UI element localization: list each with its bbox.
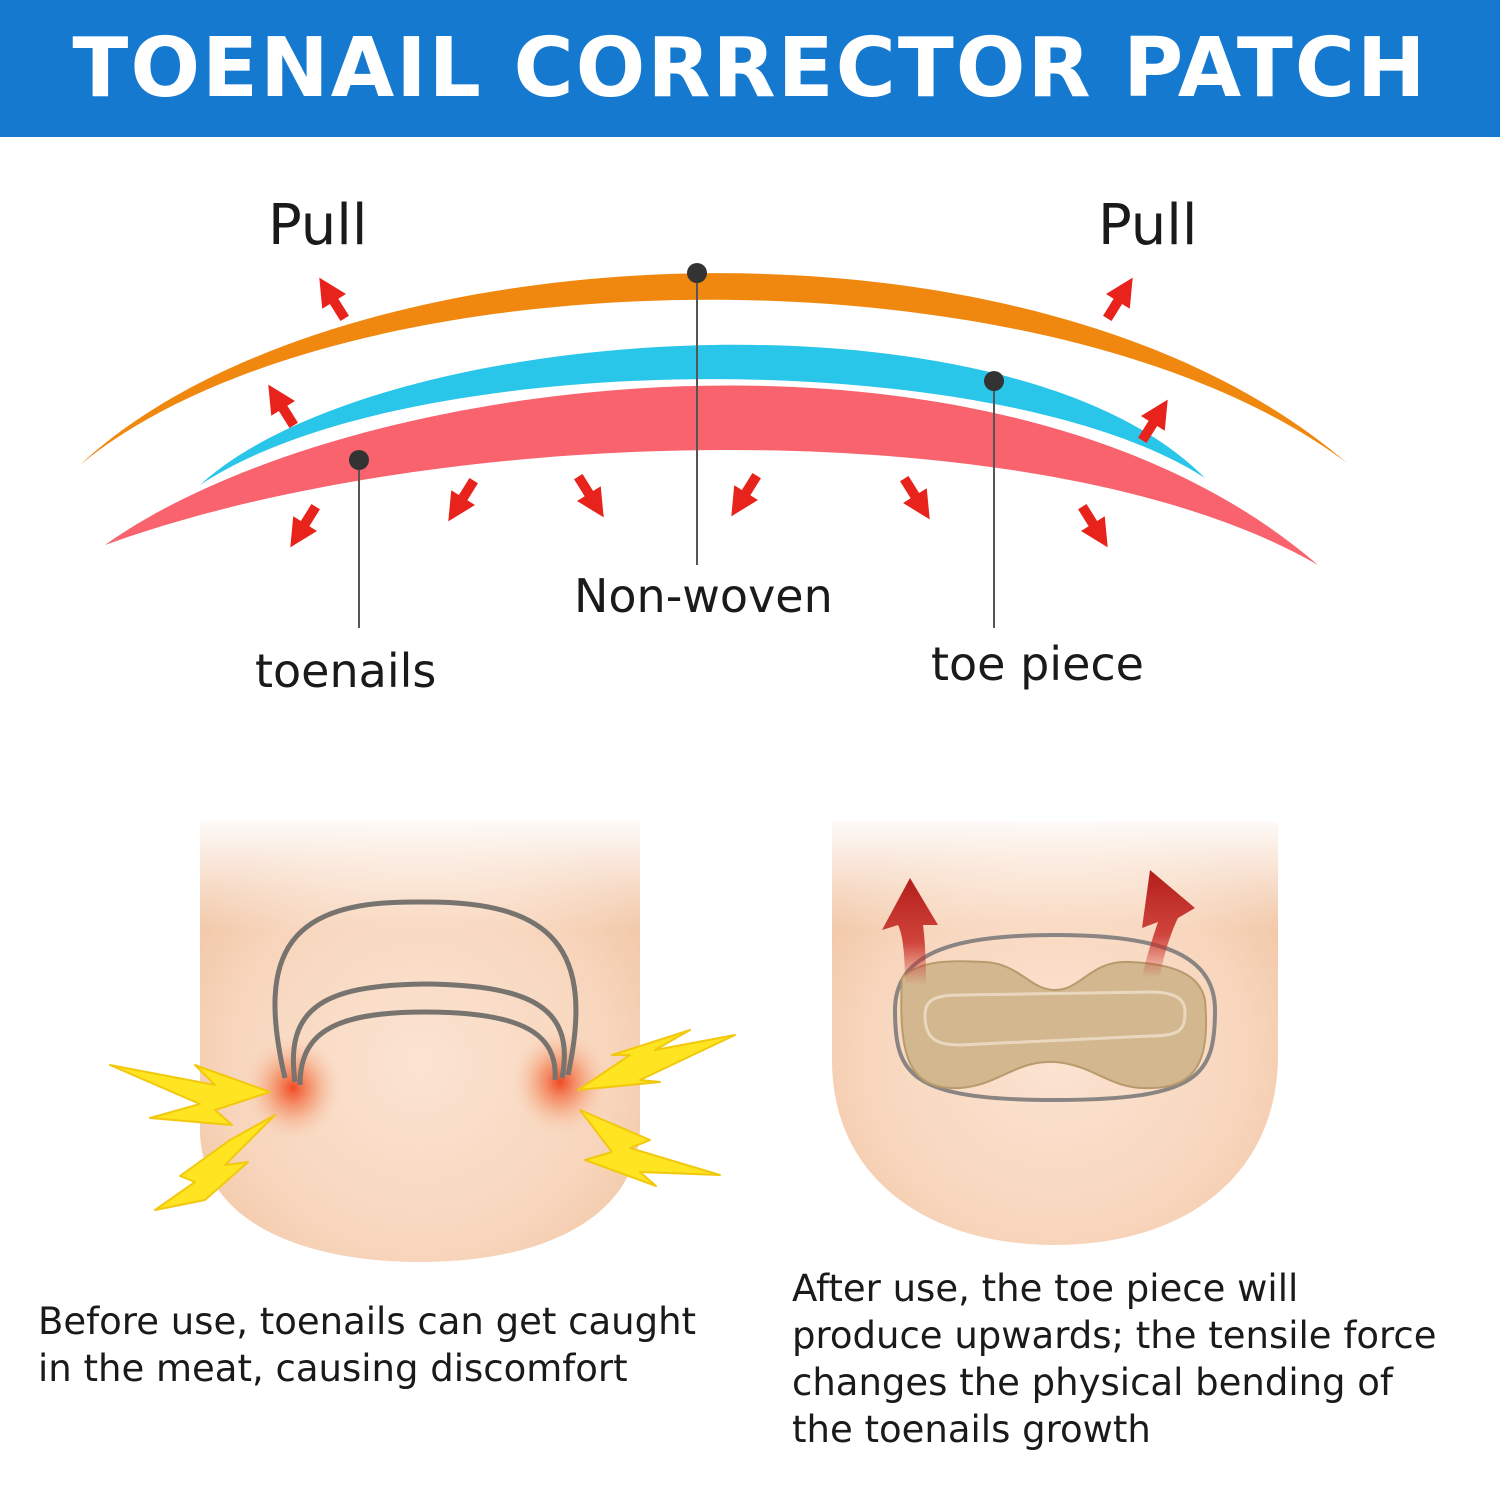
lightning-bolts bbox=[109, 1029, 736, 1211]
press-arrow-4 bbox=[731, 472, 761, 517]
nonwoven-marker-dot bbox=[687, 263, 707, 283]
pull-label-right: Pull bbox=[1098, 193, 1197, 258]
ingrown-nail-outline bbox=[272, 899, 579, 1086]
before-caption-line-1: Before use, toenails can get caught bbox=[38, 1300, 697, 1343]
pull-arrow-right-outer bbox=[1103, 277, 1133, 322]
pull-arrow-left-inner bbox=[268, 384, 298, 429]
bolt-right-upper-icon bbox=[577, 1029, 736, 1091]
before-caption: Before use, toenails can get caught in t… bbox=[38, 1298, 696, 1392]
force-arrows bbox=[268, 277, 1168, 548]
non-woven-layer bbox=[80, 273, 1347, 465]
lift-arrow-right-icon bbox=[1142, 870, 1195, 978]
pull-arrow-right-inner bbox=[1138, 399, 1168, 444]
press-arrow-3 bbox=[574, 473, 604, 518]
toenail-layer bbox=[105, 385, 1318, 565]
toe-piece-marker-dot bbox=[984, 371, 1004, 391]
toe-piece-layer bbox=[200, 344, 1205, 485]
toe-before-illustration bbox=[109, 810, 736, 1262]
after-caption-line-3: changes the physical bending of bbox=[792, 1361, 1393, 1404]
toe-before-skin bbox=[200, 820, 640, 1262]
lift-arrow-left-icon bbox=[882, 878, 938, 985]
title-banner: TOENAIL CORRECTOR PATCH bbox=[0, 0, 1500, 137]
after-caption-line-4: the toenails growth bbox=[792, 1408, 1151, 1451]
bolt-left-upper-icon bbox=[109, 1064, 271, 1126]
press-arrow-1 bbox=[290, 503, 320, 548]
toenails-marker-dot bbox=[349, 450, 369, 470]
after-caption-line-2: produce upwards; the tensile force bbox=[792, 1314, 1437, 1357]
press-arrow-6 bbox=[1078, 503, 1108, 548]
pain-glow-left bbox=[245, 1036, 341, 1140]
press-arrow-2 bbox=[448, 477, 478, 522]
toenails-label: toenails bbox=[255, 644, 436, 698]
patch-inner-outline bbox=[923, 990, 1187, 1047]
nail-outline bbox=[892, 932, 1218, 1103]
toe-piece-label: toe piece bbox=[931, 637, 1144, 691]
pull-arrow-left-outer bbox=[319, 277, 349, 322]
pain-glow-right bbox=[512, 1030, 608, 1134]
nonwoven-label: Non-woven bbox=[574, 569, 833, 623]
before-caption-line-2: in the meat, causing discomfort bbox=[38, 1347, 628, 1390]
bolt-left-lower-icon bbox=[154, 1114, 276, 1211]
bolt-right-lower-icon bbox=[579, 1109, 721, 1187]
pull-label-left: Pull bbox=[268, 193, 367, 258]
toe-after-illustration bbox=[815, 810, 1295, 1245]
after-caption: After use, the toe piece will produce up… bbox=[792, 1265, 1436, 1453]
after-caption-line-1: After use, the toe piece will bbox=[792, 1267, 1299, 1310]
page-title: TOENAIL CORRECTOR PATCH bbox=[72, 21, 1428, 116]
press-arrow-5 bbox=[900, 475, 930, 520]
